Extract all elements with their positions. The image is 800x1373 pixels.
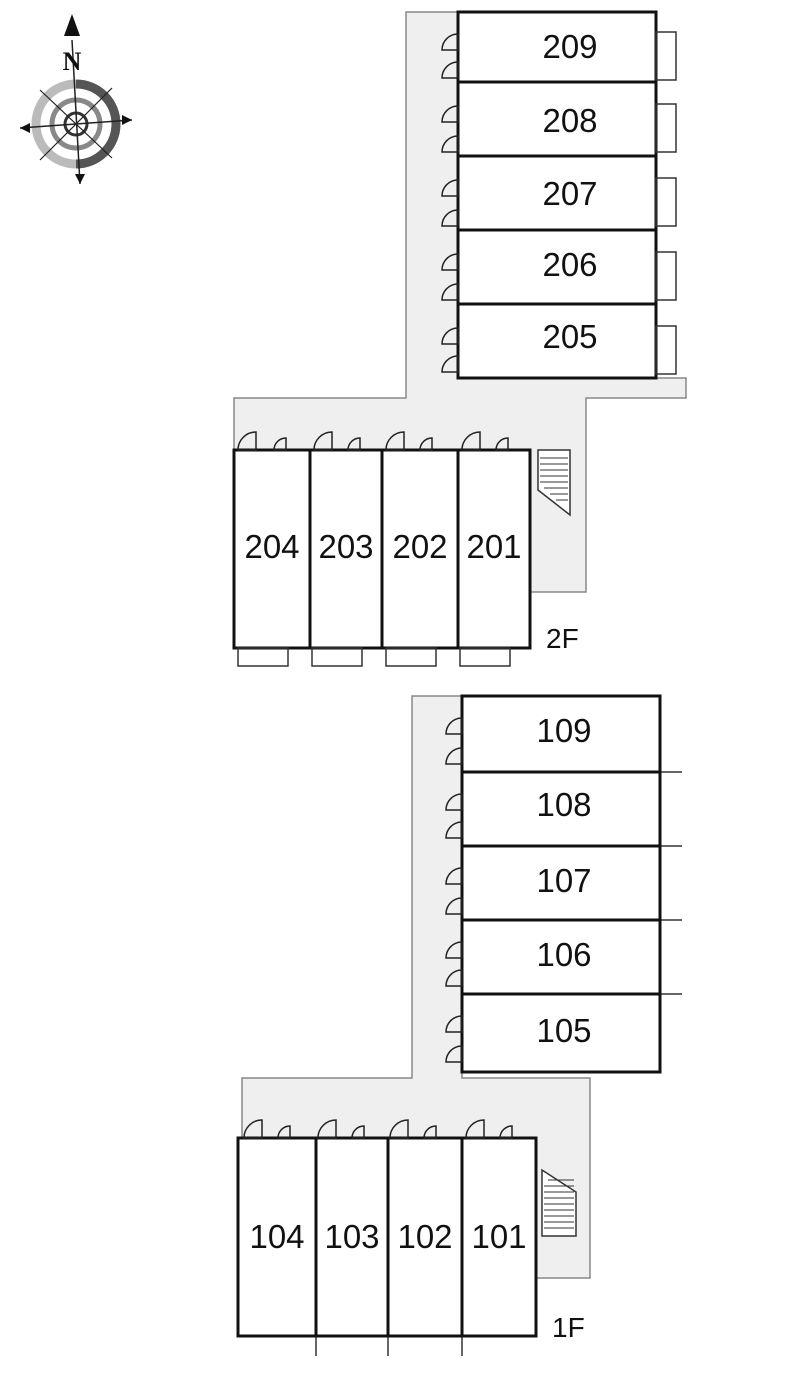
room-label: 109 xyxy=(536,712,591,749)
room-107: 107 xyxy=(445,844,682,922)
room-label: 205 xyxy=(542,318,597,355)
room-204: 204 xyxy=(232,431,312,667)
floor-label-2f: 2F xyxy=(546,623,579,654)
room-label: 203 xyxy=(318,528,373,565)
room-label: 202 xyxy=(392,528,447,565)
room-203: 203 xyxy=(308,431,384,667)
room-label: 102 xyxy=(397,1218,452,1255)
room-109: 109 xyxy=(445,694,682,774)
floor-2f: 209 208 207 206 205 xyxy=(232,10,687,667)
stairs-1f xyxy=(541,1168,577,1237)
room-207: 207 xyxy=(441,154,677,232)
room-105: 105 xyxy=(445,992,662,1074)
room-label: 105 xyxy=(536,1012,591,1049)
compass-north-label: N xyxy=(63,47,82,76)
compass-rose-icon: N xyxy=(19,14,133,185)
room-label: 108 xyxy=(536,786,591,823)
room-label: 101 xyxy=(471,1218,526,1255)
room-201: 201 xyxy=(456,431,532,667)
room-label: 206 xyxy=(542,246,597,283)
room-108: 108 xyxy=(445,770,682,848)
floor-label-1f: 1F xyxy=(552,1312,585,1343)
room-102: 102 xyxy=(386,1119,464,1356)
room-label: 106 xyxy=(536,936,591,973)
room-104: 104 xyxy=(236,1119,318,1356)
room-208: 208 xyxy=(441,80,677,158)
room-label: 207 xyxy=(542,175,597,212)
room-label: 201 xyxy=(466,528,521,565)
room-label: 208 xyxy=(542,102,597,139)
room-103: 103 xyxy=(314,1119,390,1356)
room-label: 204 xyxy=(244,528,299,565)
room-label: 209 xyxy=(542,28,597,65)
room-label: 103 xyxy=(324,1218,379,1255)
floor-1f: 109 108 107 106 105 xyxy=(236,694,682,1356)
room-209: 209 xyxy=(441,10,677,84)
room-106: 106 xyxy=(445,918,682,996)
room-label: 107 xyxy=(536,862,591,899)
room-205: 205 xyxy=(441,302,677,380)
room-101: 101 xyxy=(460,1119,538,1338)
room-206: 206 xyxy=(441,228,677,306)
stairs-2f xyxy=(537,449,571,517)
room-202: 202 xyxy=(380,431,460,667)
room-label: 104 xyxy=(249,1218,304,1255)
